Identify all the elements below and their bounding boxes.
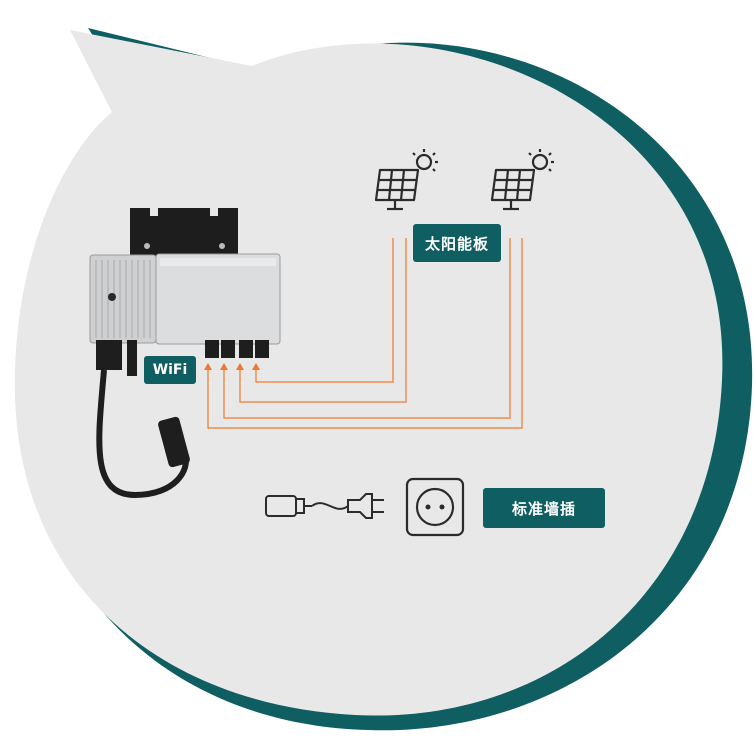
wifi-tag-bg: [144, 356, 196, 384]
socket-plate: [405, 477, 465, 537]
wiring: [207, 238, 523, 429]
wall-socket-icon: [405, 477, 465, 537]
speech-bubble: [14, 28, 753, 731]
wire-panel2-a: [223, 238, 511, 419]
wire-arrows: [204, 363, 260, 370]
wall-socket-label: 标准墙插: [511, 499, 576, 518]
body-highlight: [160, 258, 276, 266]
arrow-head: [252, 363, 260, 370]
dc-connector: [221, 340, 235, 358]
ac-connector: [96, 340, 122, 370]
power-plug-icon: [347, 493, 384, 519]
bracket-notch: [150, 208, 218, 216]
dc-connector: [239, 340, 253, 358]
status-led: [108, 293, 116, 301]
arrow-head: [204, 363, 212, 370]
sun: [415, 153, 433, 171]
inverter-fins: [89, 254, 157, 344]
panel-frame: [374, 168, 420, 202]
wire-panel1-a: [255, 238, 394, 383]
wire-panel1-b: [239, 238, 407, 403]
bracket-screw: [219, 243, 225, 249]
bracket-screw: [144, 243, 150, 249]
fin-lines: [95, 260, 151, 338]
antenna-stub: [127, 340, 137, 376]
dc-connector: [205, 340, 219, 358]
bubble-body: [14, 30, 723, 716]
dc-connector: [255, 340, 269, 358]
wire-panel2-b: [207, 238, 523, 429]
sun: [531, 153, 549, 171]
socket-tag-bg: [483, 488, 605, 528]
plug-body: [347, 493, 373, 519]
socket-hole: [425, 504, 431, 510]
cable-line: [311, 502, 349, 510]
socket-ring: [415, 487, 455, 527]
arrow-head: [236, 363, 244, 370]
solar-panel-icon: [374, 149, 438, 211]
panel-frame: [490, 168, 536, 202]
wifi-label: WiFi: [152, 362, 188, 378]
socket-hole: [439, 504, 445, 510]
arrow-head: [220, 363, 228, 370]
solar-panel-icon: [490, 149, 554, 211]
ac-cable-plug: [158, 416, 190, 468]
inverter-body: [155, 253, 281, 345]
usb-cable-icon: [265, 495, 349, 517]
ac-cable: [96, 369, 189, 499]
inverter-device: [89, 208, 281, 499]
solar-panel-label: 太阳能板: [424, 234, 489, 253]
mounting-bracket: [130, 208, 238, 262]
solar-tag-bg: [413, 224, 501, 262]
